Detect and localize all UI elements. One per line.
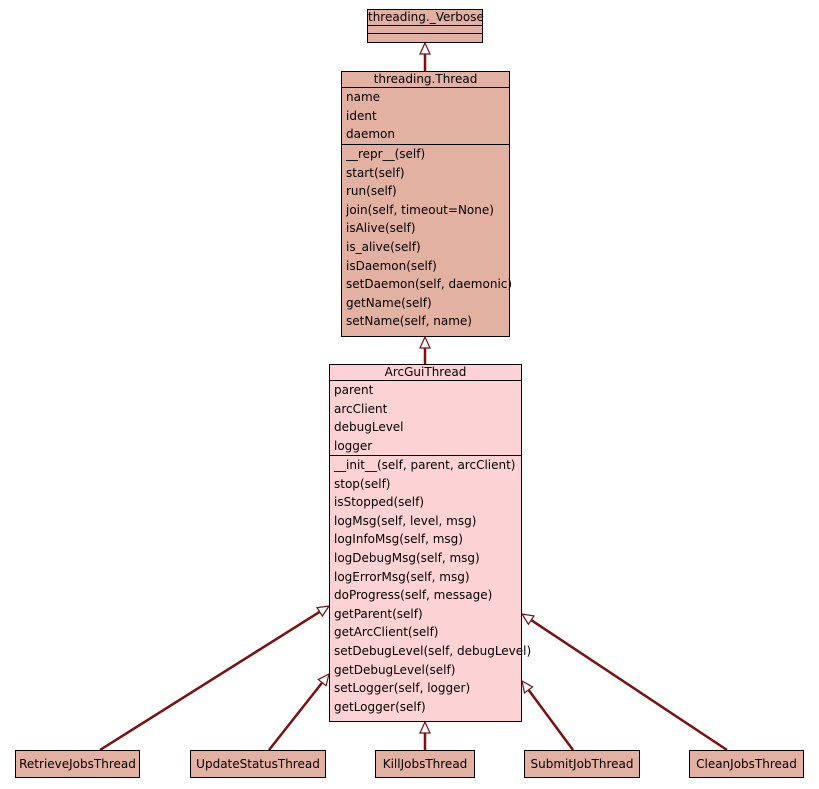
class-title-cleanjobsthread: CleanJobsThread <box>696 757 797 771</box>
edge-submitjobthread-line <box>527 689 575 751</box>
class-attributes-thread: name ident daemon <box>342 88 509 145</box>
edge-arcguithread-to-thread-arrowhead <box>419 335 431 349</box>
class-title-updatestatusthread: UpdateStatusThread <box>196 757 320 771</box>
class-attribute: arcClient <box>334 401 388 416</box>
class-method: run(self) <box>346 184 397 199</box>
class-method: getName(self) <box>346 295 432 310</box>
class-method: stop(self) <box>334 476 391 491</box>
class-method: __repr__(self) <box>346 147 426 161</box>
class-method: isStopped(self) <box>334 495 425 510</box>
class-method: getParent(self) <box>334 606 423 621</box>
class-method: start(self) <box>346 165 405 180</box>
class-method: logErrorMsg(self, msg) <box>334 569 470 584</box>
class-attribute: name <box>346 90 381 104</box>
class-method: isDaemon(self) <box>346 258 437 273</box>
class-method: is_alive(self) <box>346 239 421 254</box>
class-method: getArcClient(self) <box>334 625 439 640</box>
class-attribute: debugLevel <box>334 420 404 435</box>
class-method: logInfoMsg(self, msg) <box>334 532 463 547</box>
class-method: getLogger(self) <box>334 699 426 714</box>
class-method: logMsg(self, level, msg) <box>334 513 477 528</box>
class-attributes-arcguithread: parent arcClient debugLevel logger <box>330 381 521 456</box>
class-box-arcguithread: ArcGuiThread parent arcClient debugLevel lo… <box>329 364 532 722</box>
class-title-killjobsthread: KillJobsThread <box>382 757 468 771</box>
class-title-verbose: threading._Verbose <box>368 10 484 26</box>
class-title-thread: threading.Thread <box>342 72 509 88</box>
class-methods-thread: __repr__(self) start(self) run(self) join(s… <box>342 145 513 331</box>
edge-updatestatusthread-arrowhead <box>317 672 330 687</box>
edge-killjobsthread-arrowhead <box>419 720 431 734</box>
class-method: logDebugMsg(self, msg) <box>334 550 480 565</box>
edge-updatestatusthread-line <box>268 681 324 751</box>
class-box-retrievejobsthread: RetrieveJobsThread <box>15 750 140 778</box>
class-method: join(self, timeout=None) <box>346 202 494 217</box>
class-attributes-verbose <box>368 26 482 34</box>
class-title-submitjobthread: SubmitJobThread <box>530 757 634 771</box>
class-method: isAlive(self) <box>346 221 416 236</box>
edge-retrievejobsthread-line <box>99 610 321 752</box>
edge-cleanjobsthread-arrowhead <box>520 613 535 626</box>
class-box-submitjobthread: SubmitJobThread <box>524 750 640 778</box>
edge-retrievejobsthread-arrowhead <box>316 605 331 618</box>
class-box-killjobsthread: KillJobsThread <box>375 750 475 778</box>
class-box-verbose: threading._Verbose <box>367 9 484 43</box>
class-box-thread: threading.Thread name ident daemon __repr_… <box>341 71 513 337</box>
class-title-retrievejobsthread: RetrieveJobsThread <box>19 757 136 771</box>
class-box-cleanjobsthread: CleanJobsThread <box>689 750 804 778</box>
class-title-arcguithread: ArcGuiThread <box>330 365 521 381</box>
class-method: setDebugLevel(self, debugLevel) <box>334 643 532 658</box>
class-methods-arcguithread: __init__(self, parent, arcClient) stop(se… <box>330 456 532 716</box>
class-method: setName(self, name) <box>346 314 472 329</box>
class-attribute: parent <box>334 383 374 397</box>
edge-thread-to-verbose-arrowhead <box>419 41 431 55</box>
class-methods-verbose <box>368 34 482 41</box>
class-method: doProgress(self, message) <box>334 588 493 603</box>
class-method: setLogger(self, logger) <box>334 681 471 696</box>
class-method: getDebugLevel(self) <box>334 662 456 677</box>
class-attribute: daemon <box>346 127 395 142</box>
edge-submitjobthread-arrowhead <box>521 679 534 694</box>
class-attribute: ident <box>346 108 377 123</box>
class-method: setDaemon(self, daemonic) <box>346 277 513 292</box>
edge-cleanjobsthread-line <box>530 619 728 752</box>
class-attribute: logger <box>334 438 373 453</box>
class-method: __init__(self, parent, arcClient) <box>334 458 516 472</box>
class-box-updatestatusthread: UpdateStatusThread <box>190 750 326 778</box>
